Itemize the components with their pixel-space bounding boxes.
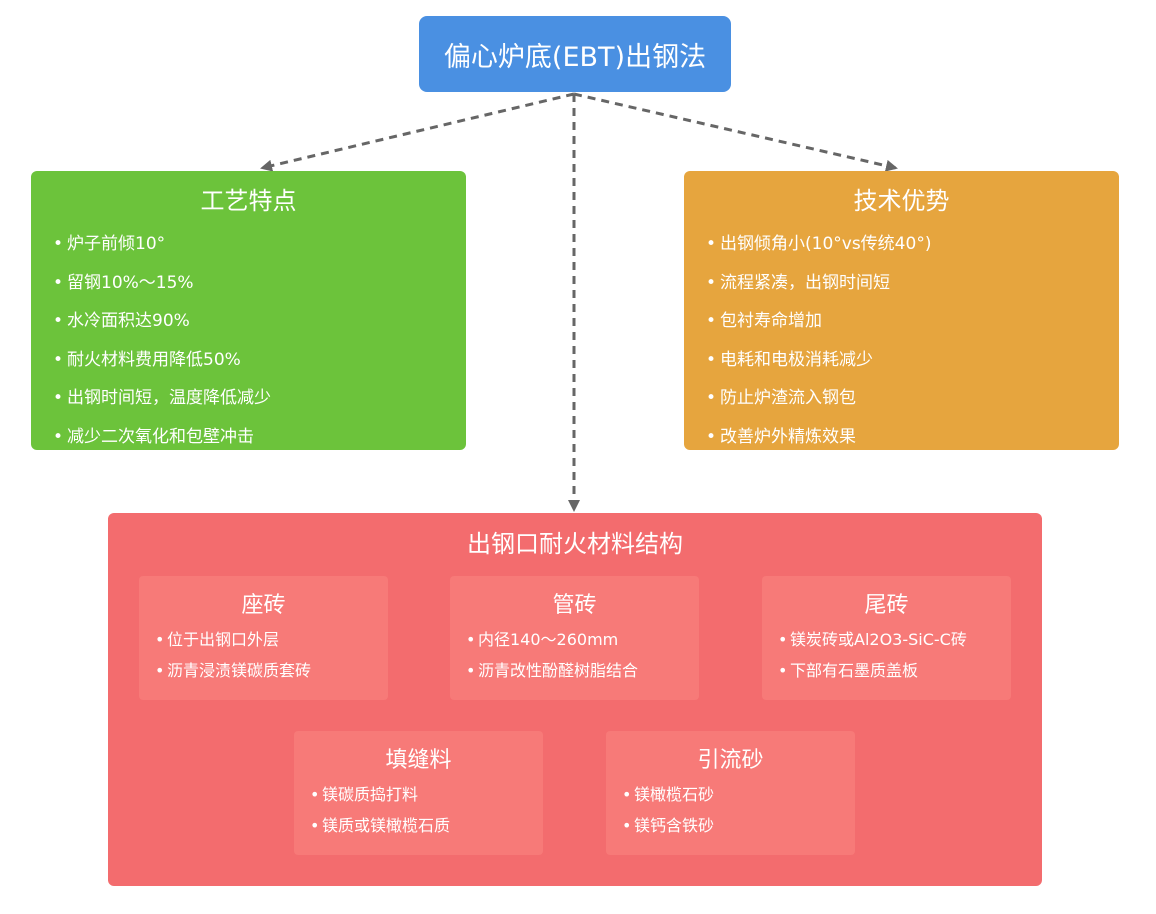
arrow-to-advantages <box>573 92 898 172</box>
card-title: 管砖 <box>552 593 597 618</box>
list-item: 内径140～260mm <box>466 624 699 655</box>
arrow-to-process <box>260 92 575 172</box>
list-item: 镁橄榄石砂 <box>622 779 855 810</box>
process-panel: 工艺特点 炉子前倾10° 留钢10%～15% 水冷面积达90% 耐火材料费用降低… <box>31 171 466 450</box>
advantages-list: 出钢倾角小(10°vs传统40°) 流程紧凑，出钢时间短 包衬寿命增加 电耗和电… <box>684 225 1119 457</box>
card-title: 尾砖 <box>864 593 909 618</box>
advantages-title: 技术优势 <box>853 187 950 215</box>
list-item: 沥青浸渍镁碳质套砖 <box>155 655 388 686</box>
card-tube-brick: 管砖 内径140～260mm 沥青改性酚醛树脂结合 <box>450 576 699 700</box>
list-item: 位于出钢口外层 <box>155 624 388 655</box>
card-seat-brick: 座砖 位于出钢口外层 沥青浸渍镁碳质套砖 <box>139 576 388 700</box>
list-item: 留钢10%～15% <box>53 264 466 303</box>
card-list: 位于出钢口外层 沥青浸渍镁碳质套砖 <box>139 624 388 686</box>
card-list: 镁炭砖或Al2O3-SiC-C砖 下部有石墨质盖板 <box>762 624 1011 686</box>
list-item: 水冷面积达90% <box>53 302 466 341</box>
list-item: 沥青改性酚醛树脂结合 <box>466 655 699 686</box>
card-title: 座砖 <box>241 593 286 618</box>
list-item: 炉子前倾10° <box>53 225 466 264</box>
card-drainage-sand: 引流砂 镁橄榄石砂 镁钙含铁砂 <box>606 731 855 855</box>
card-list: 镁橄榄石砂 镁钙含铁砂 <box>606 779 855 841</box>
process-title: 工艺特点 <box>200 187 297 215</box>
list-item: 减少二次氧化和包壁冲击 <box>53 418 466 457</box>
list-item: 镁钙含铁砂 <box>622 810 855 841</box>
root-title: 偏心炉底(EBT)出钢法 <box>443 41 707 73</box>
list-item: 出钢倾角小(10°vs传统40°) <box>706 225 1119 264</box>
list-item: 镁炭砖或Al2O3-SiC-C砖 <box>778 624 1011 655</box>
list-item: 防止炉渣流入钢包 <box>706 379 1119 418</box>
structure-panel: 出钢口耐火材料结构 座砖 位于出钢口外层 沥青浸渍镁碳质套砖 管砖 内径140～… <box>108 513 1042 886</box>
card-list: 内径140～260mm 沥青改性酚醛树脂结合 <box>450 624 699 686</box>
card-list: 镁碳质捣打料 镁质或镁橄榄石质 <box>294 779 543 841</box>
list-item: 镁质或镁橄榄石质 <box>310 810 543 841</box>
card-tail-brick: 尾砖 镁炭砖或Al2O3-SiC-C砖 下部有石墨质盖板 <box>762 576 1011 700</box>
card-title: 填缝料 <box>385 748 452 773</box>
list-item: 流程紧凑，出钢时间短 <box>706 264 1119 303</box>
list-item: 改善炉外精炼效果 <box>706 418 1119 457</box>
list-item: 耐火材料费用降低50% <box>53 341 466 380</box>
list-item: 出钢时间短，温度降低减少 <box>53 379 466 418</box>
list-item: 镁碳质捣打料 <box>310 779 543 810</box>
root-node: 偏心炉底(EBT)出钢法 <box>419 16 731 92</box>
advantages-panel: 技术优势 出钢倾角小(10°vs传统40°) 流程紧凑，出钢时间短 包衬寿命增加… <box>684 171 1119 450</box>
card-title: 引流砂 <box>697 748 764 773</box>
process-list: 炉子前倾10° 留钢10%～15% 水冷面积达90% 耐火材料费用降低50% 出… <box>31 225 466 457</box>
card-joint-filler: 填缝料 镁碳质捣打料 镁质或镁橄榄石质 <box>294 731 543 855</box>
list-item: 下部有石墨质盖板 <box>778 655 1011 686</box>
list-item: 包衬寿命增加 <box>706 302 1119 341</box>
list-item: 电耗和电极消耗减少 <box>706 341 1119 380</box>
structure-title: 出钢口耐火材料结构 <box>467 530 683 558</box>
